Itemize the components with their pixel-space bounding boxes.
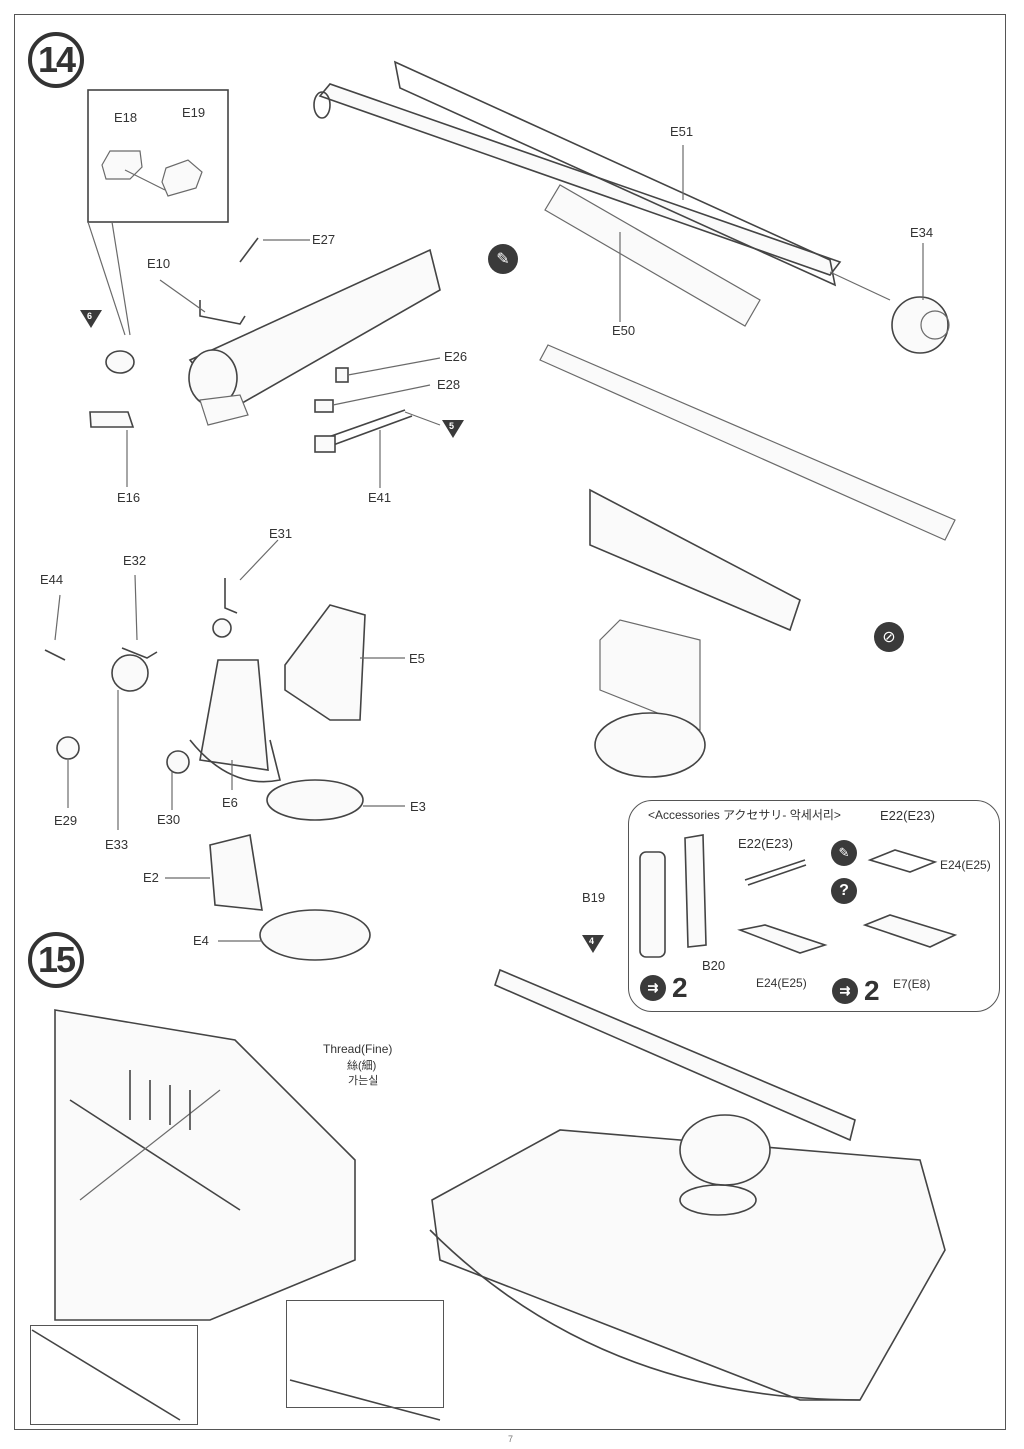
part-label-b19: B19	[582, 890, 606, 905]
quantity-make-two-right: ⇉ 2	[832, 975, 880, 1007]
part-label-e10: E10	[147, 256, 171, 271]
part-label-e34: E34	[910, 225, 934, 240]
step-14-number: 14	[28, 32, 84, 88]
part-label-e7: E7(E8)	[893, 977, 931, 991]
part-label-e32: E32	[123, 553, 147, 568]
part-label-e24-right: E24(E25)	[940, 858, 991, 872]
part-label-e3: E3	[410, 799, 426, 814]
part-label-e30: E30	[157, 812, 181, 827]
repeat-icon: ⇉	[832, 978, 858, 1004]
question-icon: ?	[831, 878, 857, 904]
part-label-e27: E27	[312, 232, 336, 247]
part-label-e22-right: E22(E23)	[880, 808, 935, 823]
part-label-e26: E26	[444, 349, 468, 364]
glue-icon: ✎	[831, 840, 857, 866]
page-frame	[14, 14, 1006, 1430]
detail-inset-left	[30, 1325, 198, 1425]
quantity-value: 2	[672, 972, 688, 1003]
part-label-e31: E31	[269, 526, 293, 541]
part-label-e50: E50	[612, 323, 636, 338]
part-label-e18: E18	[114, 110, 138, 125]
thread-label-cjk: 絲(細)	[347, 1060, 377, 1072]
reference-marker-6: 6	[80, 310, 102, 328]
part-label-e5: E5	[409, 651, 425, 666]
part-label-e51: E51	[670, 124, 694, 139]
part-label-e16: E16	[117, 490, 141, 505]
part-label-e2: E2	[143, 870, 159, 885]
part-label-e29: E29	[54, 813, 78, 828]
part-label-e44: E44	[40, 572, 64, 587]
repeat-icon: ⇉	[640, 975, 666, 1001]
part-label-e22-left: E22(E23)	[738, 836, 793, 851]
no-glue-icon: ⊘	[874, 622, 904, 652]
quantity-value: 2	[864, 975, 880, 1006]
accessories-panel	[628, 800, 1000, 1012]
quantity-make-two-left: ⇉ 2	[640, 972, 688, 1004]
reference-marker-4: 4	[582, 935, 604, 953]
accessories-title: <Accessories アクセサリ- 악세서리>	[648, 808, 841, 822]
thread-label-ko: 가는실	[348, 1075, 379, 1087]
part-label-e41: E41	[368, 490, 392, 505]
part-label-e33: E33	[105, 837, 129, 852]
step-15-number: 15	[28, 932, 84, 988]
thread-label-en: Thread(Fine)	[323, 1042, 393, 1056]
part-label-e28: E28	[437, 377, 461, 392]
part-label-e19: E19	[182, 105, 206, 120]
part-label-e6: E6	[222, 795, 238, 810]
page-number: 7	[508, 1434, 514, 1444]
glue-icon: ✎	[488, 244, 518, 274]
part-label-e4: E4	[193, 933, 209, 948]
part-label-b20: B20	[702, 958, 726, 973]
reference-marker-5: 5	[442, 420, 464, 438]
part-label-e24-left: E24(E25)	[756, 976, 807, 990]
detail-inset-right	[286, 1300, 444, 1408]
